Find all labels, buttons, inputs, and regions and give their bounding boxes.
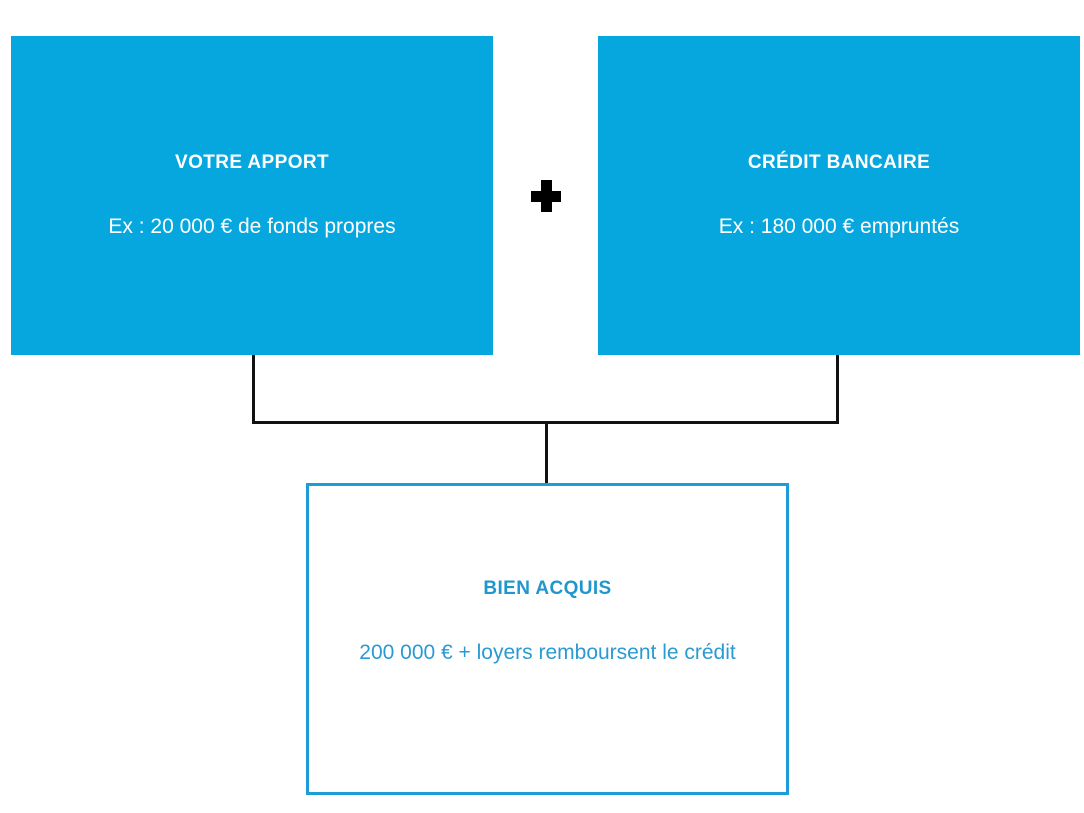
source-box-apport-title: VOTRE APPORT [175, 152, 329, 173]
connector-right-vertical [836, 355, 839, 424]
result-box-bien-acquis: BIEN ACQUIS 200 000 € + loyers rembourse… [306, 483, 789, 795]
source-box-apport-body: Ex : 20 000 € de fonds propres [108, 214, 396, 238]
result-box-body: 200 000 € + loyers remboursent le crédit [359, 640, 736, 664]
plus-icon-vertical-bar [541, 180, 552, 212]
plus-icon [531, 180, 561, 212]
connector-center-vertical [545, 421, 548, 484]
source-box-credit: CRÉDIT BANCAIRE Ex : 180 000 € empruntés [598, 36, 1080, 355]
result-box-title: BIEN ACQUIS [483, 578, 612, 599]
source-box-apport: VOTRE APPORT Ex : 20 000 € de fonds prop… [11, 36, 493, 355]
source-box-credit-title: CRÉDIT BANCAIRE [747, 152, 931, 173]
source-box-credit-body: Ex : 180 000 € empruntés [718, 214, 960, 238]
connector-left-vertical [252, 355, 255, 424]
